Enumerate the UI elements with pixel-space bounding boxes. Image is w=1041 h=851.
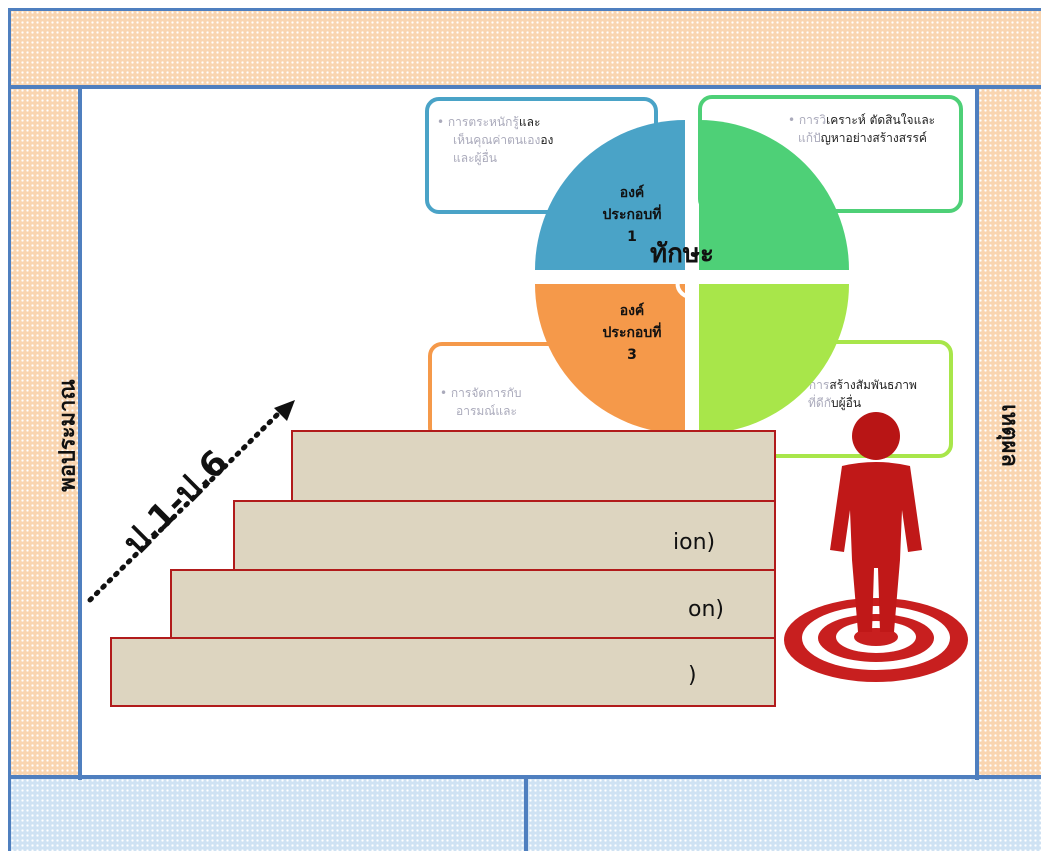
center-ornament bbox=[675, 275, 697, 303]
frame-line-left-inner bbox=[78, 85, 82, 780]
footer-band-left bbox=[10, 778, 525, 851]
diagram-center-title: ทักษะ bbox=[650, 239, 714, 269]
left-column-band bbox=[10, 88, 80, 778]
quadrant-1-shape bbox=[535, 120, 685, 270]
frame-line-footer-divider bbox=[524, 775, 528, 851]
person-on-target-icon bbox=[784, 412, 968, 682]
dotted-progress-arrow bbox=[87, 400, 295, 603]
quadrant-4-shape bbox=[699, 284, 849, 434]
frame-line-header-bottom bbox=[8, 85, 1041, 89]
component-3-label: องค์ ประกอบที่ 3 bbox=[602, 303, 662, 363]
step-3: ion) bbox=[233, 500, 776, 572]
right-column-band bbox=[978, 88, 1041, 778]
frame-line-left bbox=[8, 8, 11, 851]
step-4 bbox=[291, 430, 776, 502]
footer-band-right bbox=[528, 778, 1041, 851]
header-band bbox=[10, 10, 1041, 85]
frame-line-top bbox=[8, 8, 1041, 11]
component-1-label: องค์ ประกอบที่ 1 bbox=[602, 185, 662, 245]
quadrant-3-shape bbox=[535, 284, 685, 434]
frame-line-right-inner bbox=[975, 85, 979, 780]
right-side-label: เหตุผล bbox=[996, 404, 1022, 467]
quadrant-2-shape bbox=[699, 120, 849, 270]
skill-circle bbox=[535, 120, 849, 434]
step-1: ) bbox=[110, 637, 776, 707]
